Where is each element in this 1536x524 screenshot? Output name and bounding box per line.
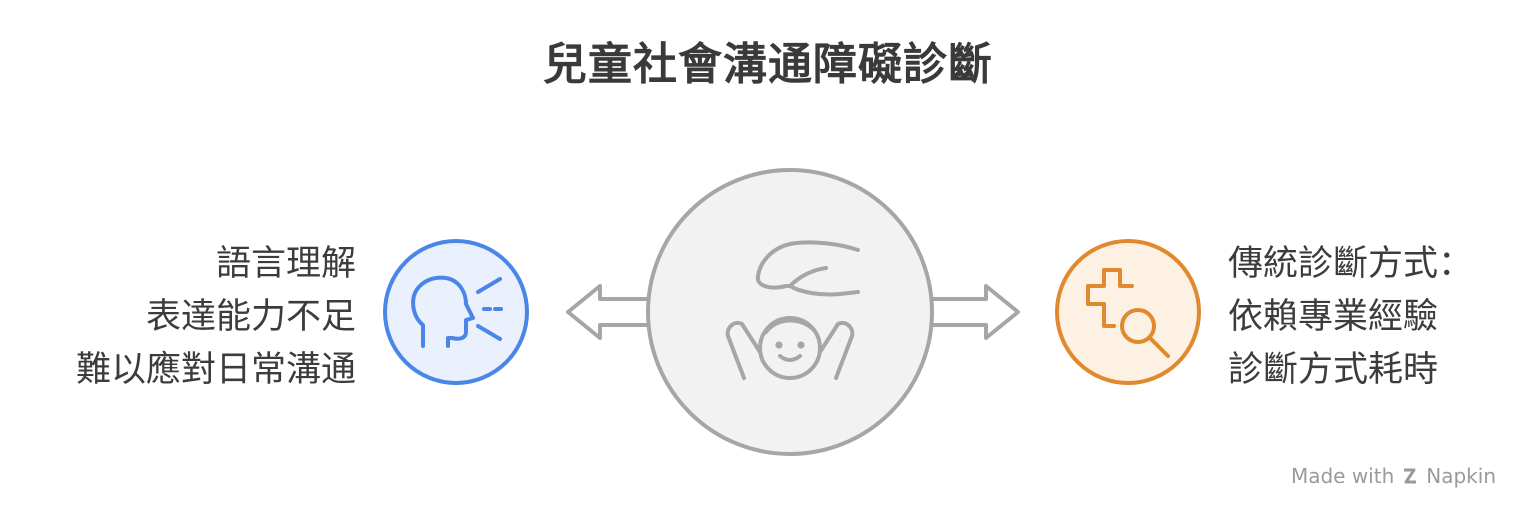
medical-search-icon — [1086, 268, 1170, 358]
made-with-text: Made with — [1290, 464, 1395, 488]
right-line-1: 傳統診斷方式： — [1228, 244, 1474, 284]
right-line-2: 依賴專業經驗 — [1228, 297, 1439, 337]
left-arrow — [566, 284, 652, 340]
brand-text: Napkin — [1426, 464, 1496, 488]
left-description: 語言理解 表達能力不足 難以應對日常溝通 — [76, 238, 356, 397]
napkin-logo-icon — [1404, 468, 1417, 484]
diagram-title: 兒童社會溝通障礙診斷 — [543, 39, 993, 90]
right-description: 傳統診斷方式： 依賴專業經驗 診斷方式耗時 — [1228, 238, 1473, 397]
left-line-3: 難以應對日常溝通 — [75, 350, 356, 390]
left-line-2: 表達能力不足 — [145, 297, 356, 337]
head-speaking-icon — [411, 275, 508, 348]
left-line-1: 語言理解 — [215, 244, 356, 284]
center-circle — [646, 168, 934, 456]
left-circle — [383, 239, 529, 385]
right-arrow — [932, 284, 1020, 340]
child-hand-icon — [725, 240, 860, 380]
footer-brand: Made with Napkin — [1291, 464, 1496, 488]
right-line-3: 診斷方式耗時 — [1228, 350, 1439, 390]
